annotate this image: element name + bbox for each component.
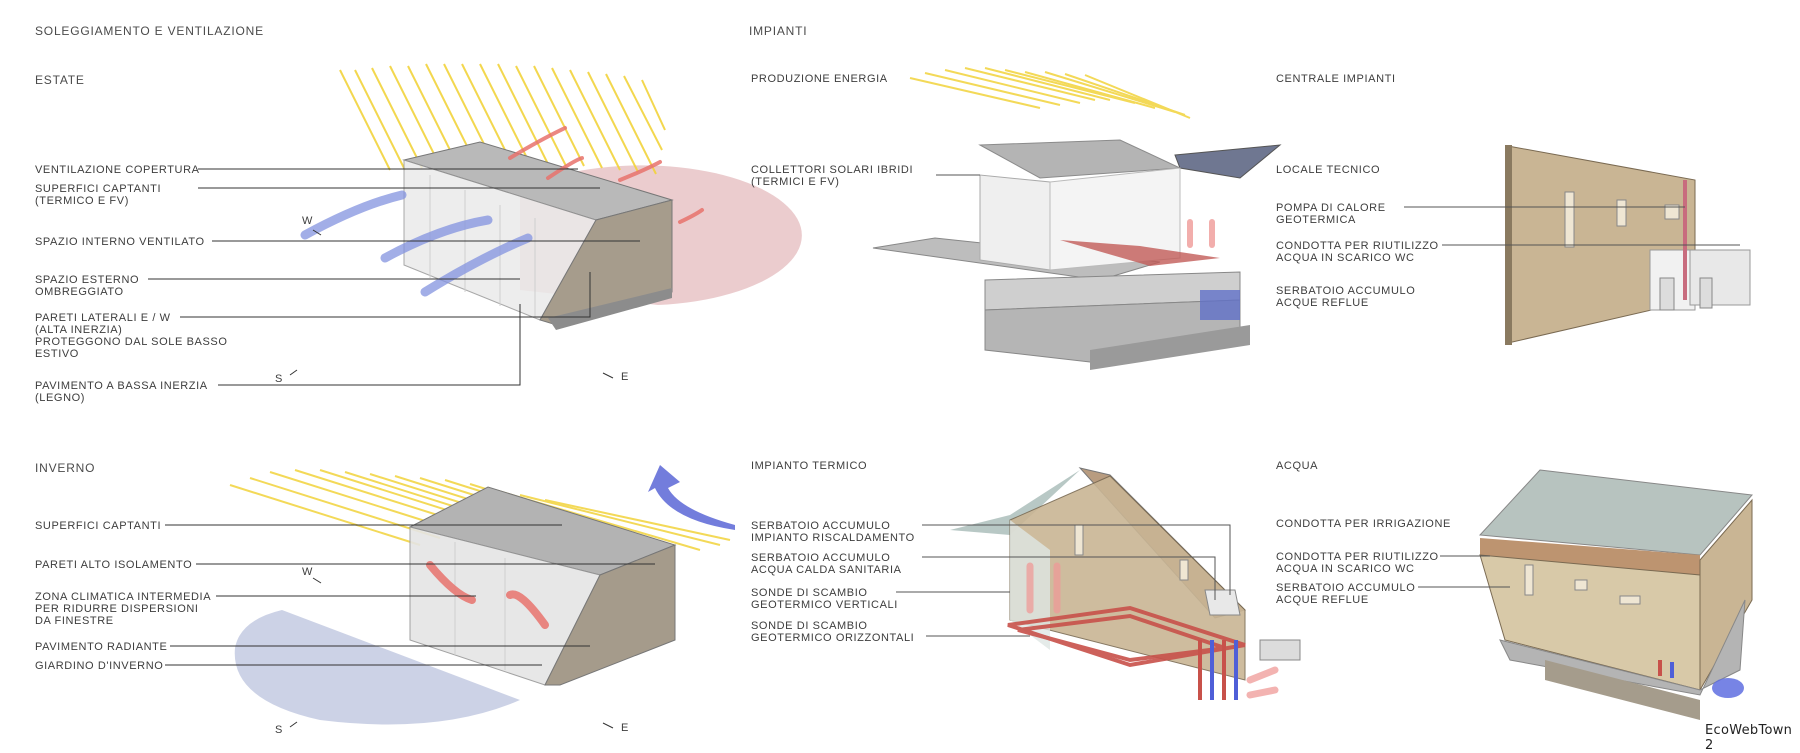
plant-label-wastewater-tank: SERBATOIO ACCUMULO ACQUE REFLUE [1276, 285, 1416, 309]
winter-label-winter-garden: GIARDINO D'INVERNO [35, 660, 164, 672]
summer-compass-s: S [275, 373, 283, 385]
energy-sun-rays [909, 67, 1191, 119]
winter-compass-s: S [275, 724, 283, 736]
section-title-sun-ventilation: SOLEGGIAMENTO E VENTILAZIONE [35, 24, 264, 38]
winter-exhaust-arrow [648, 465, 735, 530]
thermal-label-dhw-tank: SERBATOIO ACCUMULO ACQUA CALDA SANITARIA [751, 552, 902, 576]
plant-label-technical-room: LOCALE TECNICO [1276, 164, 1381, 176]
thermal-label-heating-tank: SERBATOIO ACCUMULO IMPIANTO RISCALDAMENT… [751, 520, 915, 544]
thermal-label-horizontal-probes: SONDE DI SCAMBIO GEOTERMICO ORIZZONTALI [751, 620, 915, 644]
energy-heat-arrows [1187, 219, 1215, 248]
summer-label-side-walls: PARETI LATERALI E / W (ALTA INERZIA) PRO… [35, 312, 228, 360]
winter-label-insulated-walls: PARETI ALTO ISOLAMENTO [35, 559, 193, 571]
thermal-heat-arrows [1026, 562, 1279, 699]
plant-label-heat-pump: POMPA DI CALORE GEOTERMICA [1276, 202, 1386, 226]
water-label-reuse-pipe: CONDOTTA PER RIUTILIZZO ACQUA IN SCARICO… [1276, 551, 1439, 575]
winter-label-collector-surfaces: SUPERFICI CAPTANTI [35, 520, 162, 532]
summer-label-ventilated-interior: SPAZIO INTERNO VENTILATO [35, 236, 205, 248]
plant-label-reuse-pipe: CONDOTTA PER RIUTILIZZO ACQUA IN SCARICO… [1276, 240, 1439, 264]
winter-shadow-area [234, 610, 520, 725]
water-building [1478, 469, 1753, 720]
summer-compass-w: W [302, 215, 313, 227]
energy-title: PRODUZIONE ENERGIA [751, 73, 888, 85]
summer-label-floor: PAVIMENTO A BASSA INERZIA (LEGNO) [35, 380, 208, 404]
water-label-wastewater-tank: SERBATOIO ACCUMULO ACQUE REFLUE [1276, 582, 1416, 606]
energy-building-section [872, 139, 1282, 370]
winter-title: INVERNO [35, 461, 96, 475]
summer-cool-air-arrows [300, 190, 533, 297]
summer-label-collector-surfaces: SUPERFICI CAPTANTI (TERMICO E FV) [35, 183, 162, 207]
summer-label-shaded-exterior: SPAZIO ESTERNO OMBREGGIATO [35, 274, 140, 298]
winter-compass-e: E [621, 722, 629, 734]
thermal-vertical-probes [1198, 640, 1238, 700]
water-title: ACQUA [1276, 460, 1319, 472]
summer-compass-e: E [621, 371, 629, 383]
energy-label-hybrid-collectors: COLLETTORI SOLARI IBRIDI (TERMICI E FV) [751, 164, 914, 188]
winter-label-radiant-floor: PAVIMENTO RADIANTE [35, 641, 168, 653]
summer-title: ESTATE [35, 73, 85, 87]
thermal-label-vertical-probes: SONDE DI SCAMBIO GEOTERMICO VERTICALI [751, 587, 898, 611]
plant-title: CENTRALE IMPIANTI [1276, 73, 1396, 85]
water-label-irrigation-pipe: CONDOTTA PER IRRIGAZIONE [1276, 518, 1451, 530]
thermal-title: IMPIANTO TERMICO [751, 460, 868, 472]
winter-warm-air-arrows [426, 561, 549, 629]
thermal-building-section [950, 467, 1301, 681]
summer-label-roof-ventilation: VENTILAZIONE COPERTURA [35, 164, 200, 176]
credit-text: EcoWebTown 2 [1705, 723, 1793, 753]
winter-label-intermediate-zone: ZONA CLIMATICA INTERMEDIA PER RIDURRE DI… [35, 591, 212, 627]
summer-warm-air-arrows [508, 126, 704, 224]
section-title-systems: IMPIANTI [749, 24, 808, 38]
winter-compass-w: W [302, 566, 313, 578]
